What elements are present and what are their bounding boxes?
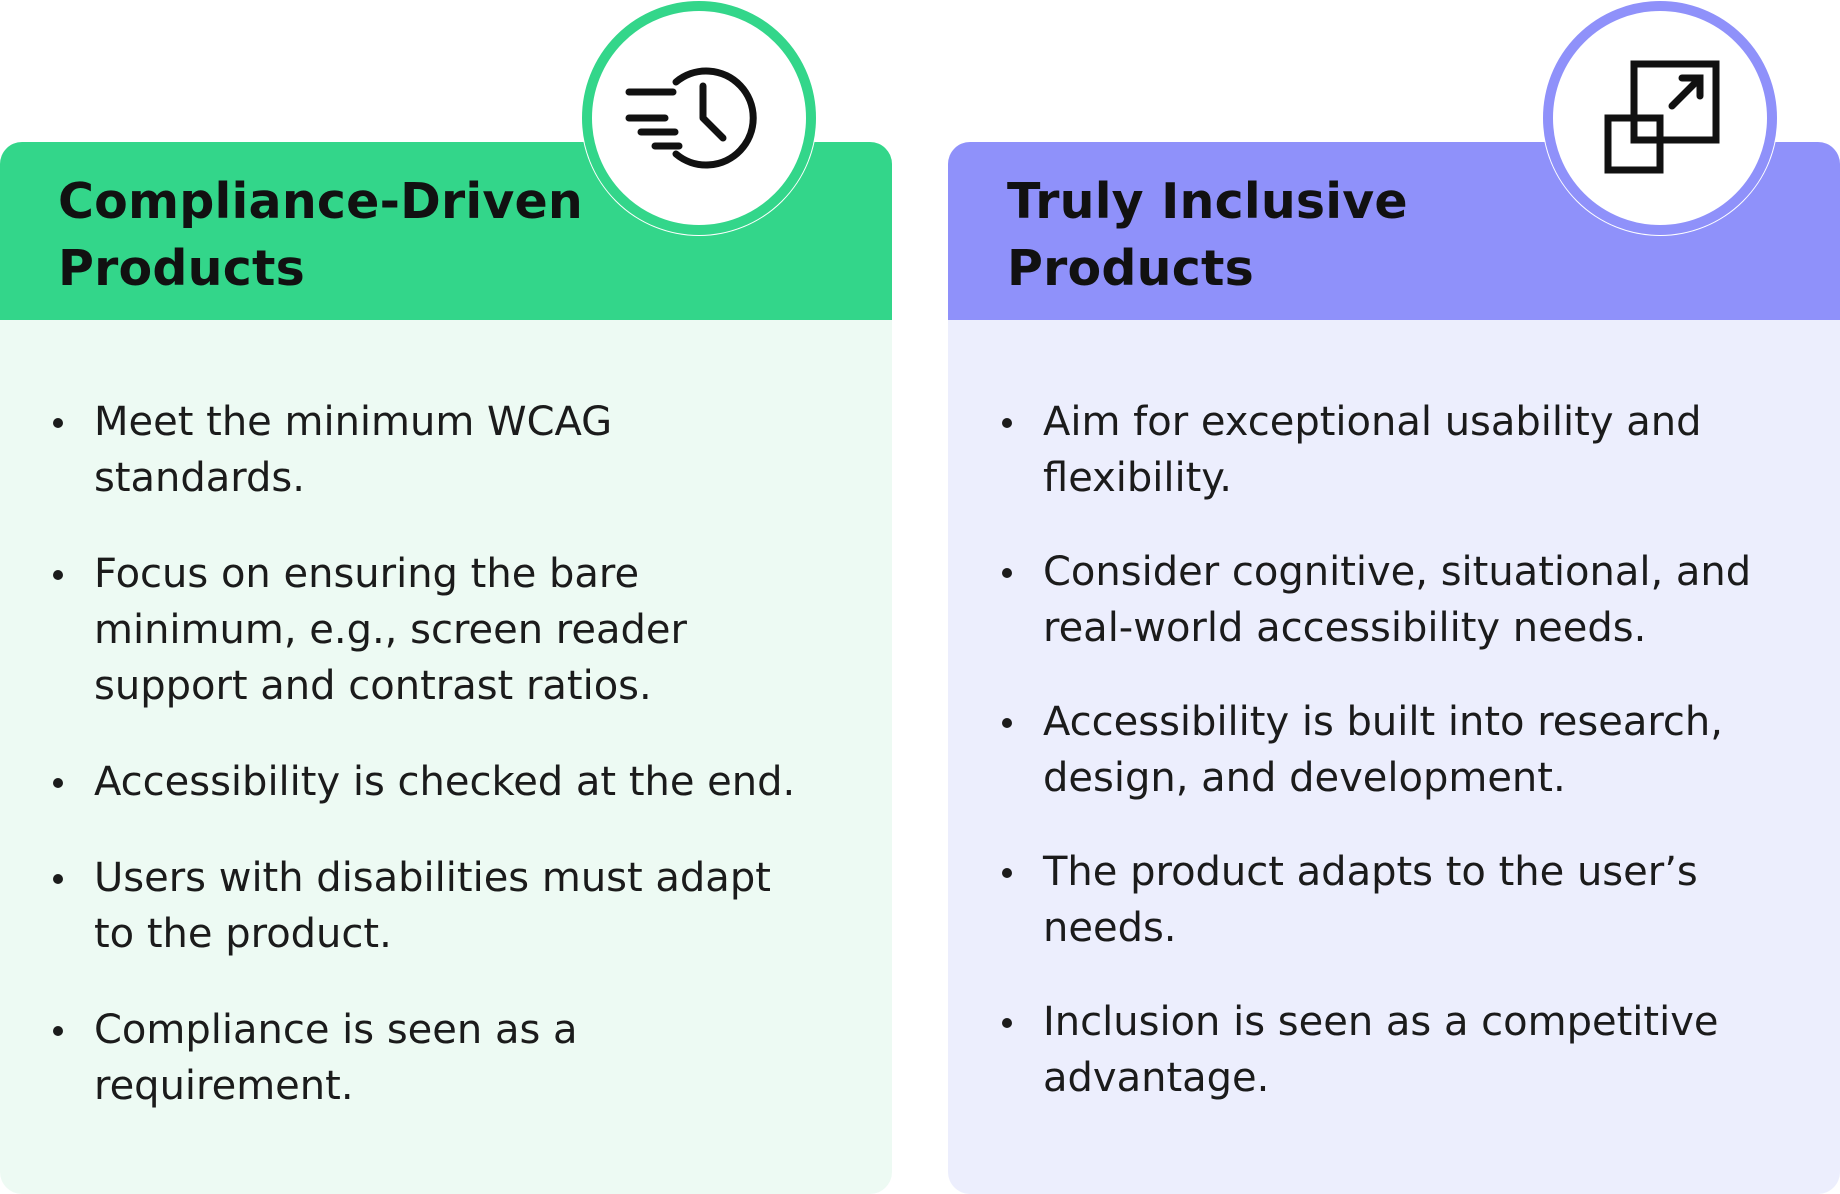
truly-inclusive-title: Truly Inclusive Products	[1007, 168, 1408, 302]
list-item: Accessibility is built into research, de…	[999, 694, 1829, 806]
bullet-line: advantage.	[1043, 1055, 1270, 1101]
compliance-driven-title: Compliance-Driven Products	[58, 168, 583, 302]
bullet-line: support and contrast ratios.	[94, 663, 652, 709]
list-item: Users with disabilities must adapt to th…	[50, 850, 880, 962]
bullet-line: real-world accessibility needs.	[1043, 605, 1647, 651]
bullet-line: design, and development.	[1043, 755, 1566, 801]
bullet-line: Consider cognitive, situational, and	[1043, 549, 1752, 595]
bullet-line: Aim for exceptional usability and	[1043, 399, 1702, 445]
bullet-line: Users with disabilities must adapt	[94, 855, 771, 901]
list-item: Meet the minimum WCAG standards.	[50, 394, 880, 506]
list-item: Focus on ensuring the bare minimum, e.g.…	[50, 546, 880, 714]
list-item: Compliance is seen as a requirement.	[50, 1002, 880, 1114]
bullet-line: The product adapts to the user’s	[1043, 849, 1698, 895]
list-item: The product adapts to the user’s needs.	[999, 844, 1829, 956]
title-line: Truly Inclusive	[1007, 173, 1408, 230]
clock-speed-badge	[581, 0, 817, 236]
bullet-line: requirement.	[94, 1063, 354, 1109]
list-item: Consider cognitive, situational, and rea…	[999, 544, 1829, 656]
bullet-line: standards.	[94, 455, 305, 501]
compliance-driven-body: Meet the minimum WCAG standards. Focus o…	[0, 320, 892, 1194]
clock-speed-icon	[582, 1, 816, 235]
title-line: Products	[1007, 240, 1254, 297]
bullet-line: Accessibility is built into research,	[1043, 699, 1723, 745]
title-line: Compliance-Driven	[58, 173, 584, 230]
bullet-line: Inclusion is seen as a competitive	[1043, 999, 1719, 1045]
compliance-driven-card: Compliance-Driven Products Meet the mini…	[0, 142, 892, 1194]
list-item: Inclusion is seen as a competitive advan…	[999, 994, 1829, 1106]
list-item: Aim for exceptional usability and flexib…	[999, 394, 1829, 506]
bullet-line: Meet the minimum WCAG	[94, 399, 613, 445]
list-item: Accessibility is checked at the end.	[50, 754, 880, 810]
expand-squares-icon	[1543, 1, 1777, 235]
truly-inclusive-body: Aim for exceptional usability and flexib…	[948, 320, 1840, 1194]
bullet-line: flexibility.	[1043, 455, 1232, 501]
bullet-line: Compliance is seen as a	[94, 1007, 578, 1053]
truly-inclusive-card: Truly Inclusive Products Aim for excepti…	[948, 142, 1840, 1194]
bullet-line: Focus on ensuring the bare	[94, 551, 640, 597]
bullet-line: to the product.	[94, 911, 392, 957]
bullet-line: minimum, e.g., screen reader	[94, 607, 687, 653]
expand-squares-badge	[1542, 0, 1778, 236]
title-line: Products	[58, 240, 305, 297]
bullet-line: needs.	[1043, 905, 1177, 951]
bullet-line: Accessibility is checked at the end.	[94, 759, 796, 805]
